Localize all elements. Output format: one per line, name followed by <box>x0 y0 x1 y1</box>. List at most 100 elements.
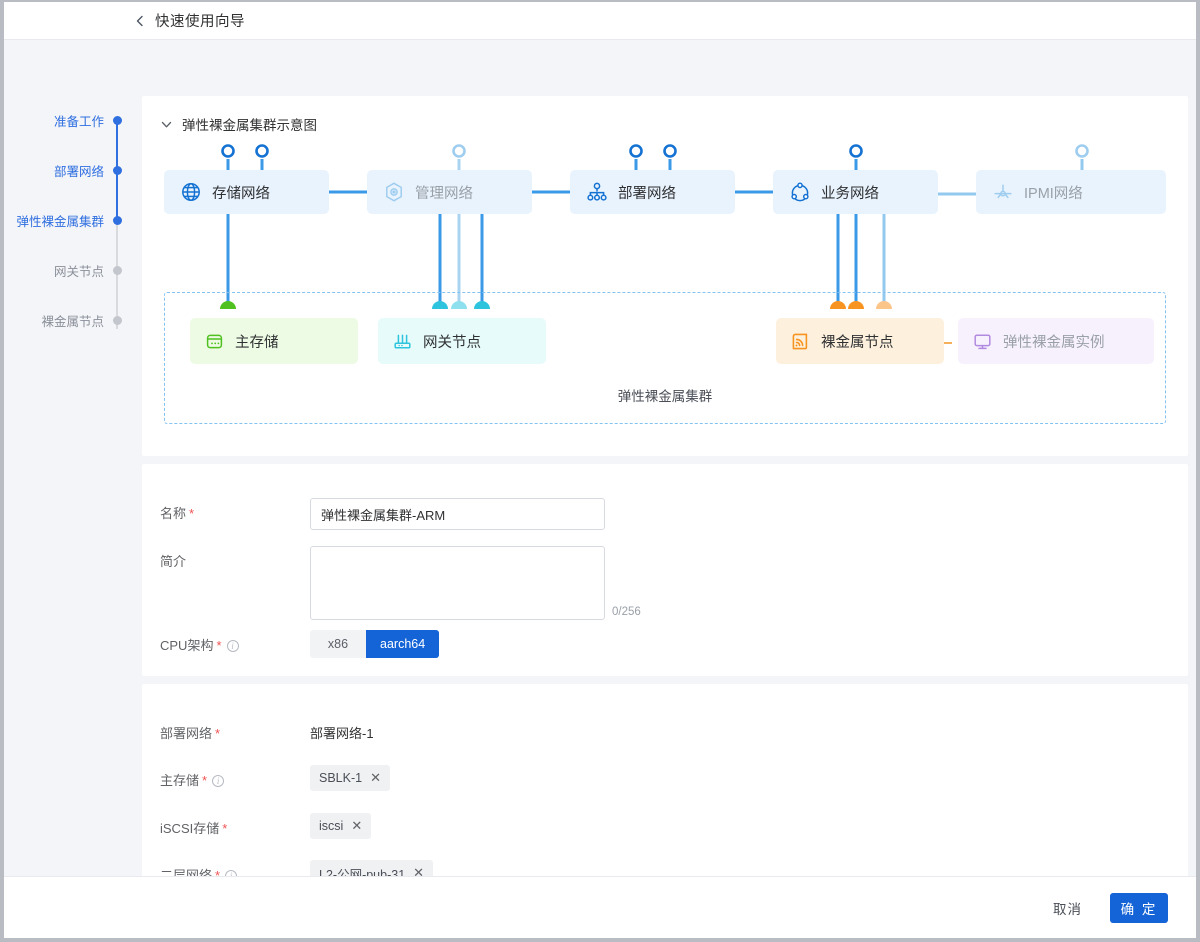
steps-sidebar: 准备工作 部署网络 弹性裸金属集群 网关节点 裸金属节点 <box>4 40 132 876</box>
diagram-card: 弹性裸金属集群示意图 <box>142 96 1188 456</box>
chevron-down-icon[interactable] <box>160 118 173 131</box>
step-connector-2 <box>115 174 118 229</box>
database-icon <box>204 331 225 352</box>
cluster-caption: 弹性裸金属集群 <box>617 389 713 404</box>
sidebar-step-0[interactable]: 准备工作 <box>54 111 132 129</box>
network-box-label: 管理网络 <box>415 185 473 202</box>
close-icon[interactable]: ✕ <box>351 818 363 833</box>
monitor-icon <box>972 331 993 352</box>
required-marker: * <box>215 868 221 876</box>
l2-network-chip[interactable]: L2-公网-pub-31 ✕ <box>310 860 434 877</box>
form-row-cpu-arch: CPU架构*i x86 aarch64 <box>160 630 440 658</box>
diagram-section-header[interactable]: 弹性裸金属集群示意图 <box>142 96 1188 134</box>
step-dot <box>113 215 122 225</box>
step-label: 部署网络 <box>53 164 104 179</box>
form-row-l2-network: 二层网络*i L2-公网-pub-31 ✕ <box>160 860 434 877</box>
l2-network-label: 二层网络*i <box>160 860 310 876</box>
name-input[interactable] <box>310 498 605 530</box>
required-marker: * <box>189 506 195 521</box>
network-box-label: 部署网络 <box>618 185 676 202</box>
iscsi-storage-label: iSCSI存储* <box>160 821 228 836</box>
desc-counter: 0/256 <box>612 606 641 618</box>
page-header: 快速使用向导 <box>4 2 1196 40</box>
network-box-label: 业务网络 <box>821 185 879 202</box>
desc-textarea[interactable] <box>310 546 605 620</box>
node-box-label: 主存储 <box>235 334 279 351</box>
info-circle-icon[interactable]: i <box>212 775 225 787</box>
node-box-label: 网关节点 <box>423 334 481 351</box>
desc-label: 简介 <box>160 554 187 569</box>
router-icon <box>392 331 413 352</box>
step-connector-4 <box>115 274 118 329</box>
sidebar-step-2[interactable]: 弹性裸金属集群 <box>16 211 132 229</box>
network-box-storage[interactable]: 存储网络 <box>164 170 329 214</box>
network-box-deploy[interactable]: 部署网络 <box>570 170 735 214</box>
close-icon[interactable]: ✕ <box>413 865 425 876</box>
step-label: 网关节点 <box>53 264 104 279</box>
wizard-window: 快速使用向导 准备工作 部署网络 弹性裸金属集群 网关节点 <box>4 2 1196 938</box>
info-circle-icon[interactable]: i <box>226 640 239 652</box>
sitemap-icon <box>586 181 608 203</box>
network-config-card: 部署网络* 部署网络-1 主存储*i SBLK-1 ✕ iSCSI存储* isc <box>142 684 1188 876</box>
network-triangle-icon <box>789 181 811 203</box>
deploy-network-value: 部署网络-1 <box>310 726 374 741</box>
name-label: 名称* <box>160 506 195 521</box>
form-row-name: 名称* <box>160 498 605 530</box>
node-box-elastic-instance[interactable]: 弹性裸金属实例 <box>958 318 1154 364</box>
step-label: 准备工作 <box>53 114 104 129</box>
step-label: 弹性裸金属集群 <box>16 214 104 229</box>
network-box-label: 存储网络 <box>212 185 270 202</box>
chip-label: SBLK-1 <box>319 771 363 785</box>
form-row-iscsi-storage: iSCSI存储* iscsi ✕ <box>160 813 372 839</box>
form-row-main-storage: 主存储*i SBLK-1 ✕ <box>160 765 390 791</box>
main-storage-label: 主存储*i <box>160 765 310 789</box>
step-dot <box>113 265 122 275</box>
main-storage-chip[interactable]: SBLK-1 ✕ <box>310 765 390 791</box>
page-title: 快速使用向导 <box>155 14 245 30</box>
cpu-arch-option-x86[interactable]: x86 <box>310 630 366 658</box>
required-marker: * <box>215 726 221 741</box>
cancel-button[interactable]: 取消 <box>1047 897 1088 919</box>
close-icon[interactable]: ✕ <box>370 770 381 785</box>
cpu-arch-option-aarch64[interactable]: aarch64 <box>366 630 440 658</box>
network-box-business[interactable]: 业务网络 <box>773 170 938 214</box>
network-box-management[interactable]: 管理网络 <box>367 170 532 214</box>
network-box-label: IPMI网络 <box>1024 185 1083 202</box>
sidebar-step-3[interactable]: 网关节点 <box>54 261 132 279</box>
chip-label: iscsi <box>319 819 344 833</box>
deploy-network-label: 部署网络* <box>160 726 221 741</box>
node-box-label: 裸金属节点 <box>821 334 894 351</box>
form-row-desc: 简介 0/256 <box>160 546 641 620</box>
globe-icon <box>180 181 202 203</box>
wizard-body: 准备工作 部署网络 弹性裸金属集群 网关节点 裸金属节点 <box>4 40 1196 876</box>
hexagon-target-icon <box>383 181 405 203</box>
footer-bar: 取消 确 定 <box>4 876 1196 938</box>
required-marker: * <box>216 638 222 653</box>
node-box-label: 弹性裸金属实例 <box>1003 334 1105 351</box>
chevron-left-icon[interactable] <box>134 15 146 27</box>
step-dot <box>113 115 122 125</box>
sidebar-step-1[interactable]: 部署网络 <box>54 161 132 179</box>
node-box-main-storage[interactable]: 主存储 <box>190 318 358 364</box>
diagram-section-title: 弹性裸金属集群示意图 <box>182 118 317 133</box>
step-connector-3 <box>115 224 118 279</box>
iscsi-storage-chip[interactable]: iscsi ✕ <box>310 813 372 839</box>
info-circle-icon[interactable]: i <box>225 870 238 876</box>
confirm-button[interactable]: 确 定 <box>1110 892 1168 923</box>
signal-icon <box>790 331 811 352</box>
required-marker: * <box>202 773 208 788</box>
step-dot <box>113 165 122 175</box>
step-connector-1 <box>115 124 118 179</box>
ipmi-port-icon <box>992 181 1014 203</box>
network-box-ipmi[interactable]: IPMI网络 <box>976 170 1166 214</box>
topology-diagram: 弹性裸金属集群 存储网络 <box>142 96 1188 456</box>
step-dot <box>113 315 122 325</box>
sidebar-step-4[interactable]: 裸金属节点 <box>41 311 132 329</box>
node-box-bare-metal[interactable]: 裸金属节点 <box>776 318 944 364</box>
basic-info-card: 名称* 简介 0/256 CPU架构*i x86 aar <box>142 464 1188 676</box>
chip-label: L2-公网-pub-31 <box>319 867 406 877</box>
step-label: 裸金属节点 <box>41 314 104 329</box>
required-marker: * <box>222 821 228 836</box>
cpu-arch-label: CPU架构*i <box>160 630 310 654</box>
node-box-gateway[interactable]: 网关节点 <box>378 318 546 364</box>
